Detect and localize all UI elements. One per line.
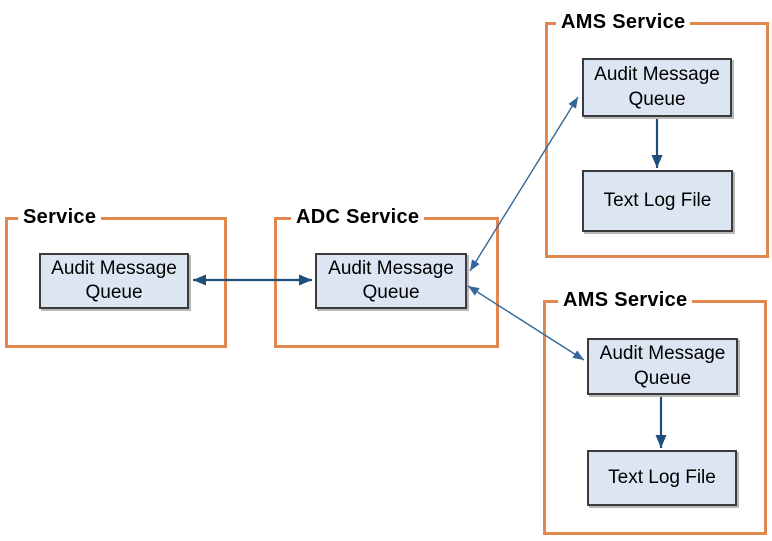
container-ams-service-top: AMS Service Audit Message Queue Text Log… — [545, 9, 769, 258]
node-adc-audit-message-queue: Audit Message Queue — [315, 253, 467, 309]
node-ams-top-audit-message-queue: Audit Message Queue — [582, 58, 732, 117]
node-label: Audit Message Queue — [51, 257, 177, 303]
node-label: Text Log File — [603, 189, 712, 211]
container-ams-service-bottom-title: AMS Service — [558, 287, 693, 314]
node-ams-bottom-audit-message-queue: Audit Message Queue — [587, 338, 738, 395]
container-ams-service-top-title: AMS Service — [556, 9, 691, 36]
node-ams-bottom-text-log-file: Text Log File — [587, 450, 737, 506]
node-service-audit-message-queue: Audit Message Queue — [39, 253, 189, 309]
node-ams-top-text-log-file: Text Log File — [582, 170, 733, 232]
node-label: Audit Message Queue — [328, 257, 454, 303]
node-label: Text Log File — [608, 466, 716, 488]
container-ams-service-bottom: AMS Service Audit Message Queue Text Log… — [543, 287, 767, 535]
container-adc-service: ADC Service Audit Message Queue — [274, 204, 499, 348]
container-adc-service-title: ADC Service — [291, 204, 425, 231]
node-label: Audit Message Queue — [594, 64, 720, 110]
node-label: Audit Message Queue — [599, 343, 726, 389]
container-service: Service Audit Message Queue — [5, 204, 227, 348]
container-service-title: Service — [18, 204, 102, 231]
